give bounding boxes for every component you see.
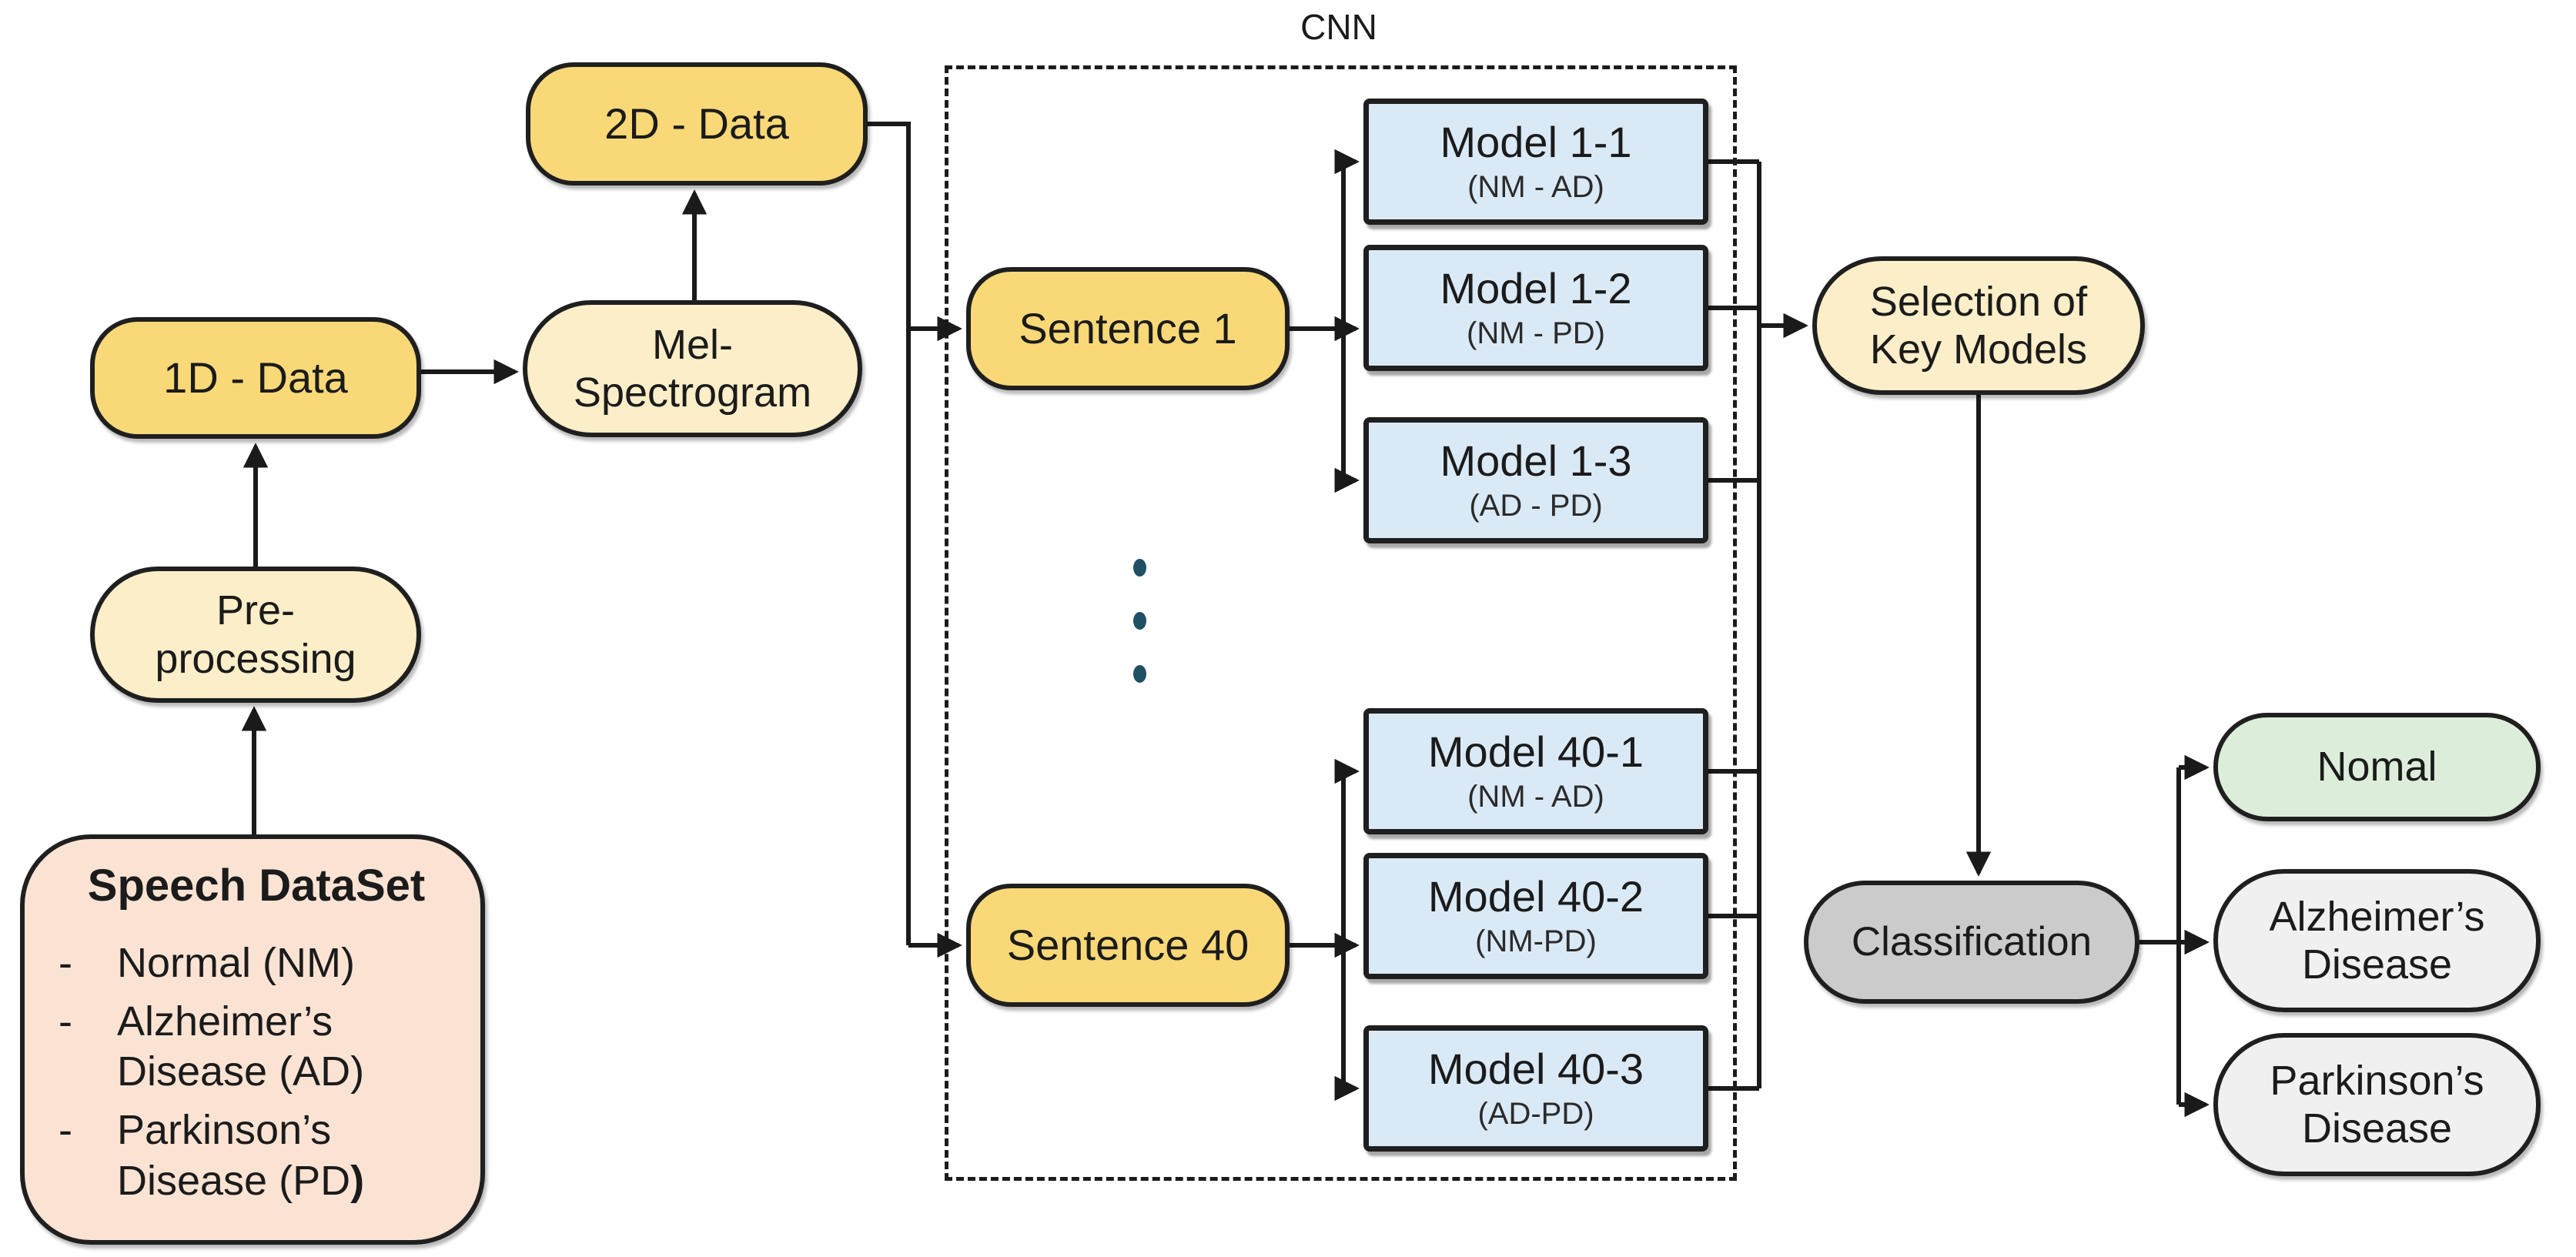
model-subtitle: (NM - AD): [1467, 780, 1604, 814]
model-subtitle: (NM - AD): [1467, 170, 1604, 204]
list-bullet: -: [59, 1107, 72, 1154]
model-subtitle: (AD - PD): [1469, 489, 1603, 523]
node-label: Selection of Key Models: [1869, 278, 2088, 373]
node-selection-of-key-models: Selection of Key Models: [1812, 256, 2145, 395]
node-label: 1D - Data: [163, 353, 348, 402]
node-model-1-2: Model 1-2 (NM - PD): [1363, 245, 1708, 371]
node-1d-data: 1D - Data: [90, 317, 421, 439]
list-item-label: Parkinson’s Disease (PD): [117, 1105, 364, 1207]
speech-dataset-box: Speech DataSet - Normal (NM) - Alzheimer…: [20, 834, 485, 1245]
node-output-normal: Nomal: [2213, 713, 2541, 821]
node-preprocessing: Pre- processing: [90, 567, 421, 703]
node-label: Sentence 40: [1006, 920, 1250, 969]
list-item: - Normal (NM): [59, 938, 454, 989]
node-sentence-1: Sentence 1: [966, 267, 1290, 390]
model-title: Model 1-1: [1440, 118, 1632, 166]
node-label: Sentence 1: [1019, 303, 1237, 353]
connector-2d-branch-trunk: [868, 122, 911, 945]
model-subtitle: (AD-PD): [1477, 1097, 1594, 1131]
node-label: Mel- Spectrogram: [573, 321, 812, 416]
ellipsis-dot: [1133, 612, 1146, 630]
node-model-40-1: Model 40-1 (NM - AD): [1363, 708, 1708, 834]
node-classification: Classification: [1804, 881, 2139, 1004]
model-title: Model 40-2: [1427, 872, 1644, 921]
list-bullet: -: [59, 998, 72, 1045]
node-label: Alzheimer’s Disease: [2269, 893, 2485, 988]
node-output-parkinsons-disease: Parkinson’s Disease: [2213, 1033, 2541, 1176]
node-label: Nomal: [2317, 744, 2437, 791]
list-bullet: -: [59, 939, 72, 986]
list-item-label-bold-suffix: ): [350, 1158, 365, 1205]
list-item-label: Normal (NM): [117, 939, 355, 986]
node-model-40-2: Model 40-2 (NM-PD): [1363, 853, 1708, 979]
node-label: Parkinson’s Disease: [2270, 1057, 2484, 1152]
ellipsis-dot: [1133, 665, 1146, 683]
model-subtitle: (NM - PD): [1467, 316, 1605, 350]
model-title: Model 40-3: [1427, 1045, 1644, 1093]
list-item: - Alzheimer’s Disease (AD): [59, 997, 454, 1098]
node-label: Classification: [1851, 918, 2093, 964]
speech-dataset-title: Speech DataSet: [87, 861, 426, 911]
node-label: 2D - Data: [604, 99, 789, 148]
list-item: - Parkinson’s Disease (PD): [59, 1105, 454, 1207]
model-subtitle: (NM-PD): [1475, 924, 1597, 958]
node-model-1-1: Model 1-1 (NM - AD): [1363, 99, 1708, 225]
ellipsis-dot: [1133, 559, 1146, 577]
cnn-group-box: [945, 65, 1737, 1181]
model-title: Model 40-1: [1427, 727, 1644, 776]
node-output-alzheimers-disease: Alzheimer’s Disease: [2213, 869, 2541, 1012]
node-label: Pre- processing: [155, 587, 356, 682]
model-title: Model 1-2: [1440, 264, 1632, 313]
list-item-label-text: Parkinson’s Disease (PD: [117, 1107, 351, 1205]
node-sentence-40: Sentence 40: [966, 884, 1290, 1007]
list-item-label: Alzheimer’s Disease (AD): [117, 998, 365, 1095]
node-2d-data: 2D - Data: [526, 62, 868, 186]
vertical-ellipsis: [1133, 559, 1146, 683]
node-mel-spectrogram: Mel- Spectrogram: [523, 300, 862, 437]
node-model-40-3: Model 40-3 (AD-PD): [1363, 1025, 1708, 1152]
model-title: Model 1-3: [1440, 436, 1632, 485]
cnn-group-label: CNN: [1300, 7, 1377, 47]
node-model-1-3: Model 1-3 (AD - PD): [1363, 417, 1708, 543]
